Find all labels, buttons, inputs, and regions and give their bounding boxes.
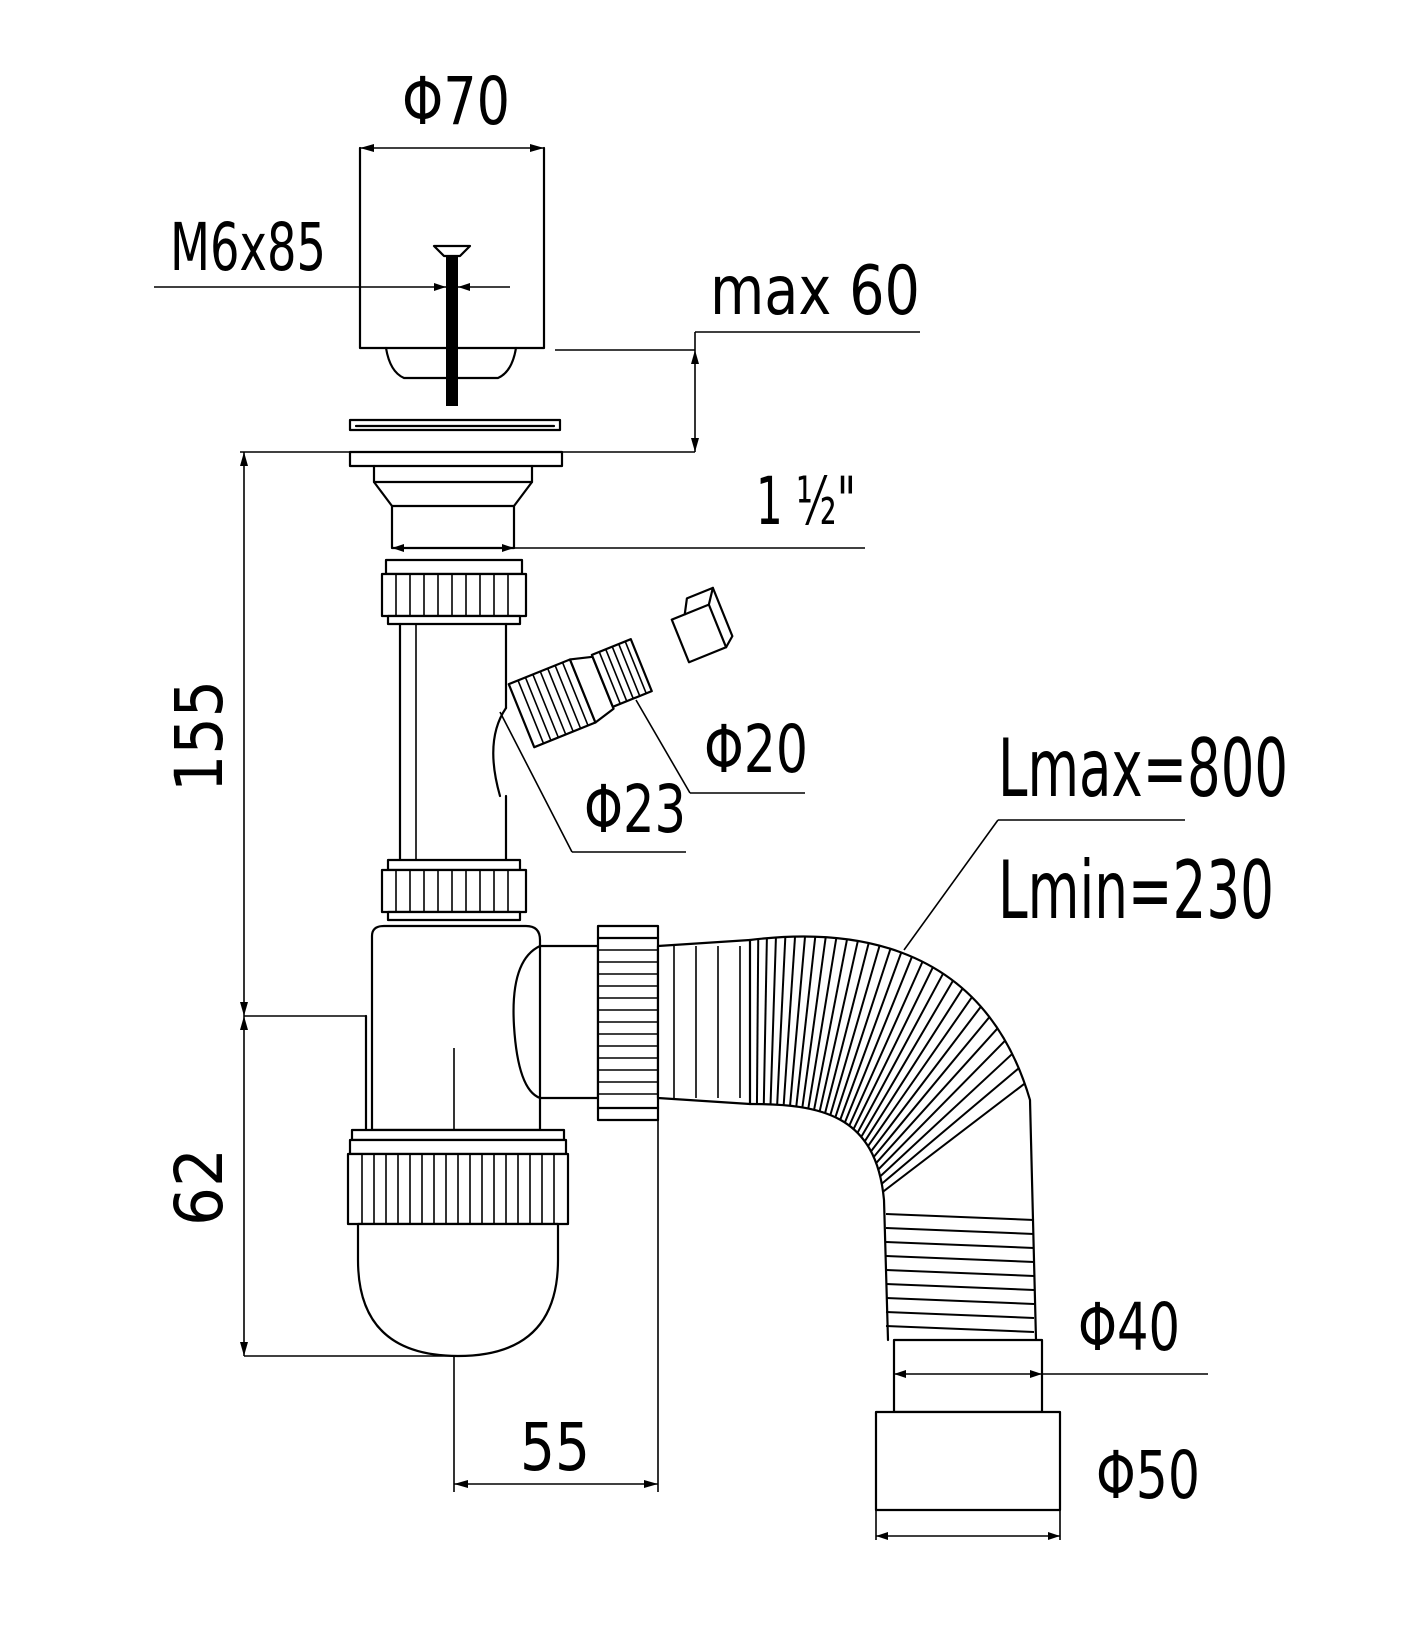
corrugated-hose [748, 819, 1208, 1540]
dim-heights [240, 452, 458, 1357]
label-62: 62 [161, 1148, 238, 1226]
label-phi23: Φ23 [584, 771, 686, 848]
label-phi70: Φ70 [402, 63, 510, 140]
flange [348, 418, 564, 468]
label-phi50: Φ50 [1096, 1437, 1200, 1514]
label-155: 155 [161, 680, 238, 792]
label-phi40: Φ40 [1078, 1289, 1180, 1366]
dim-phi70 [360, 144, 544, 152]
side-inlet [492, 586, 805, 853]
vertical-pipe [398, 622, 508, 862]
bottle-trap [346, 924, 570, 1492]
label-55: 55 [520, 1409, 590, 1486]
dim-max60 [240, 331, 920, 453]
screw [154, 244, 510, 406]
lower-nut [380, 858, 528, 922]
label-lmax: Lmax=800 [998, 722, 1288, 815]
label-thread: 1 ½" [756, 463, 856, 540]
label-lmin: Lmin=230 [998, 844, 1274, 937]
upper-nut [380, 558, 528, 626]
outlet-pipe [512, 924, 752, 1122]
label-phi20: Φ20 [704, 711, 808, 788]
label-max60: max 60 [710, 252, 920, 331]
dim-55 [454, 1100, 659, 1492]
neck [372, 464, 865, 552]
label-screw: M6x85 [170, 209, 326, 286]
